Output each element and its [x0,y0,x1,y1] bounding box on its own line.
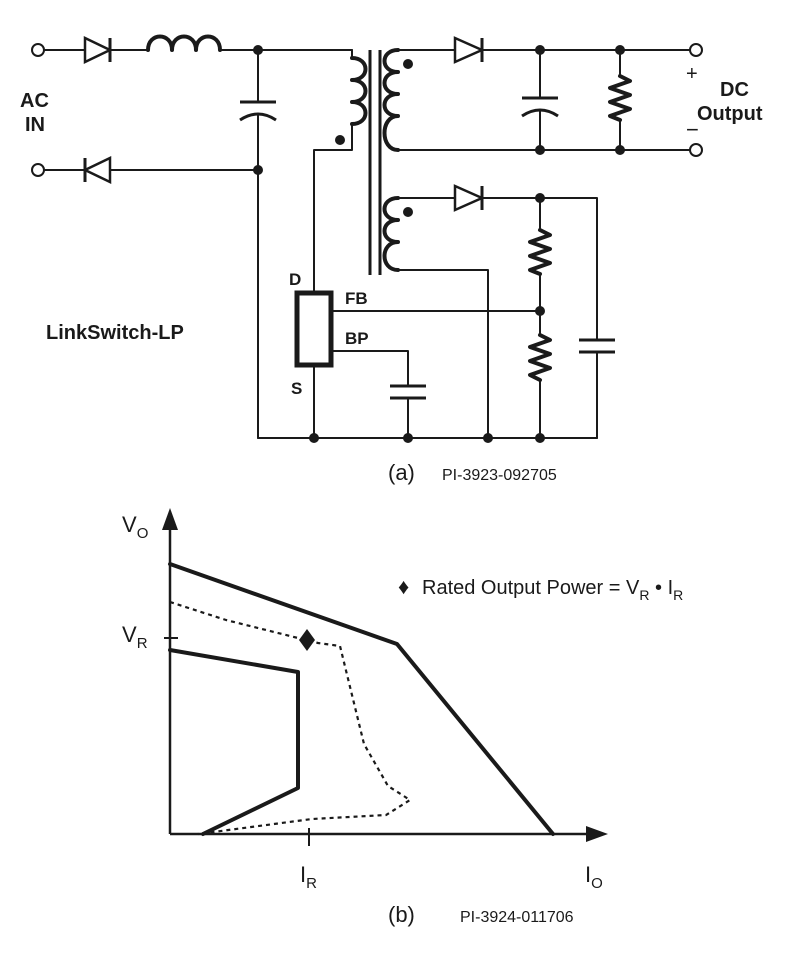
dc-out-minus-sign: − [686,117,699,142]
diode-input-bottom [82,156,112,184]
diode-bias [453,184,486,212]
dc-out-label-line2: Output [697,103,763,125]
part-id-b: PI-3924-011706 [460,909,574,926]
secondary-dot [403,59,413,69]
dc-out-terminal-negative [689,143,703,157]
ic-name-label: LinkSwitch-LP [46,322,184,344]
ac-in-terminal-bottom [31,163,45,177]
out-resistor [608,74,632,122]
caption-b: (b) [388,902,415,927]
part-id-a: PI-3923-092705 [442,467,557,484]
wire-bias-return [397,269,489,439]
pin-bp-label: BP [345,329,369,348]
rated-point-diamond [299,629,315,651]
outer-limit-curve [168,562,555,836]
diode-input-top [83,36,113,64]
diode-output [453,36,486,64]
ic-body [294,290,334,368]
fb-resistor-upper [528,228,552,276]
fb-resistor-lower [528,333,552,382]
ac-in-terminal-top [31,43,45,57]
x-axis-label: IO [585,862,603,892]
vi-characteristic-graph: VO IO VR IR ♦ Rated Output Power = VR • … [122,508,683,927]
ir-label: IR [300,862,317,892]
primary-winding [350,56,368,126]
legend-text: Rated Output Power = VR • IR [422,577,683,603]
primary-dot [335,135,345,145]
wire-bias-rail [481,197,598,341]
pin-s-label: S [291,379,302,398]
inductor-input [146,34,222,52]
ac-in-label-line2: IN [25,114,45,136]
typical-characteristic-curve [169,600,413,836]
dc-out-label-line1: DC [720,79,749,101]
circuit-schematic: AC IN + − DC Output LinkSwitch-LP D S FB… [20,34,763,485]
wire-primary-drain [313,123,353,293]
vr-label: VR [122,622,148,652]
y-axis-label: VO [122,512,148,542]
x-axis-arrow [586,826,608,842]
dc-out-plus-sign: + [686,63,698,85]
bias-dot [403,207,413,217]
bias-winding [382,196,400,272]
secondary-winding [382,48,400,152]
wire-bp-pin [330,350,409,387]
dc-out-terminal-positive [689,43,703,57]
legend-symbol: ♦ [398,574,409,599]
ac-in-label-line1: AC [20,90,49,112]
caption-a: (a) [388,460,415,485]
pin-d-label: D [289,270,301,289]
inner-limit-curve [168,648,300,836]
pin-fb-label: FB [345,289,368,308]
y-axis-arrow [162,508,178,530]
